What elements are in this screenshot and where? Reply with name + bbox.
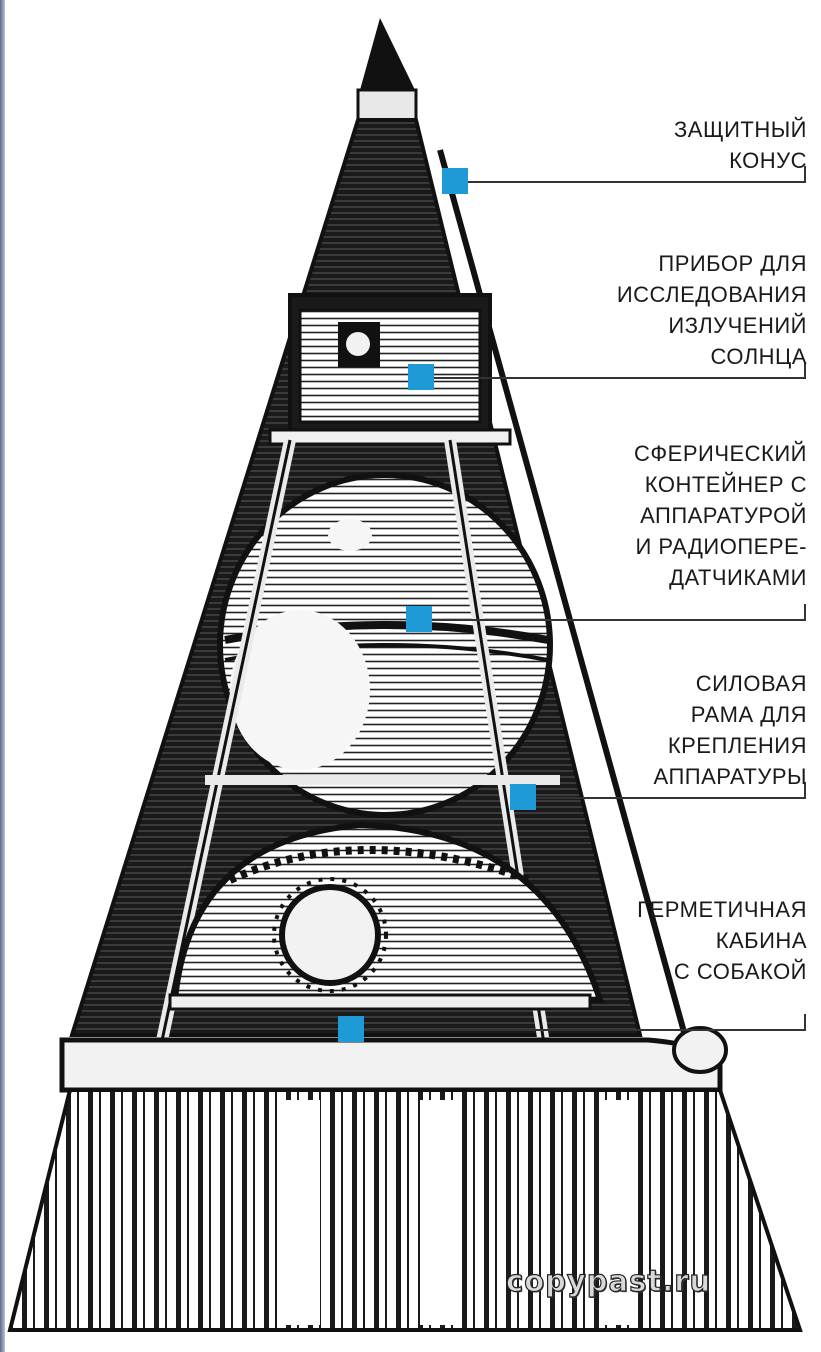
instrument-shelf bbox=[270, 430, 510, 444]
solar-instrument-window bbox=[300, 310, 480, 422]
watermark: copypast.ru bbox=[506, 1264, 711, 1298]
nose-tip bbox=[360, 18, 415, 90]
marker-power-frame bbox=[510, 784, 536, 810]
cabin-porthole bbox=[282, 887, 378, 983]
label-protective-cone: ЗАЩИТНЫЙ КОНУС bbox=[674, 114, 807, 176]
label-spherical-container: СФЕРИЧЕСКИЙ КОНТЕЙНЕР С АППАРАТУРОЙ И РА… bbox=[634, 438, 807, 593]
base-ring bbox=[62, 1040, 720, 1090]
instrument-dial bbox=[346, 332, 370, 356]
marker-protective-cone bbox=[442, 168, 468, 194]
label-dog-cabin: ГЕРМЕТИЧНАЯ КАБИНА С СОБАКОЙ bbox=[637, 894, 807, 987]
cabin-floor bbox=[170, 995, 590, 1009]
marker-dog-cabin bbox=[338, 1016, 364, 1042]
marker-solar-instrument bbox=[408, 364, 434, 390]
label-power-frame: СИЛОВАЯ РАМА ДЛЯ КРЕПЛЕНИЯ АППАРАТУРЫ bbox=[654, 668, 807, 792]
marker-spherical-container bbox=[406, 606, 432, 632]
tip-ring bbox=[358, 90, 416, 120]
label-solar-instrument: ПРИБОР ДЛЯ ИССЛЕДОВАНИЯ ИЗЛУЧЕНИЙ СОЛНЦА bbox=[617, 248, 807, 372]
side-fitting bbox=[674, 1028, 726, 1072]
sphere-highlight-top bbox=[328, 519, 372, 551]
